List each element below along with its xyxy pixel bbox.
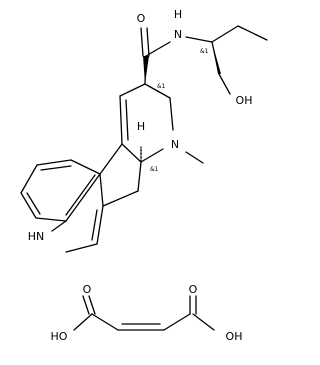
atom-oh-acid-left: HO <box>51 330 68 343</box>
atom-labels: O H N OH N H HN HO O O OH <box>28 8 253 343</box>
stereo-wedge-c8 <box>143 56 149 84</box>
atom-o-acid-right: O <box>189 283 198 296</box>
structure-canvas: O H N OH N H HN HO O O OH &1 &1 &1 <box>20 8 268 343</box>
atom-h-ring: H <box>137 120 145 133</box>
stereo-labels: &1 &1 &1 <box>150 48 209 173</box>
bond-lines <box>20 25 268 331</box>
atom-o-acid-left: O <box>83 283 92 296</box>
atom-oh-alcohol: OH <box>236 94 253 107</box>
stereo-label-c8: &1 <box>157 83 166 90</box>
structure-drawing: O H N OH N H HN HO O O OH &1 &1 &1 <box>20 8 268 343</box>
atom-o-amide: O <box>137 12 146 25</box>
stereo-wedge-sidechain <box>212 42 221 74</box>
atom-oh-acid-right: OH <box>226 330 243 343</box>
atom-n-ring: N <box>171 138 179 151</box>
stereo-label-c5: &1 <box>150 166 159 173</box>
stereo-label-sidechain: &1 <box>200 48 209 55</box>
atom-nh-indole: HN <box>28 230 45 243</box>
atom-h-amide: H <box>174 8 182 21</box>
atom-n-amide: N <box>174 28 182 41</box>
